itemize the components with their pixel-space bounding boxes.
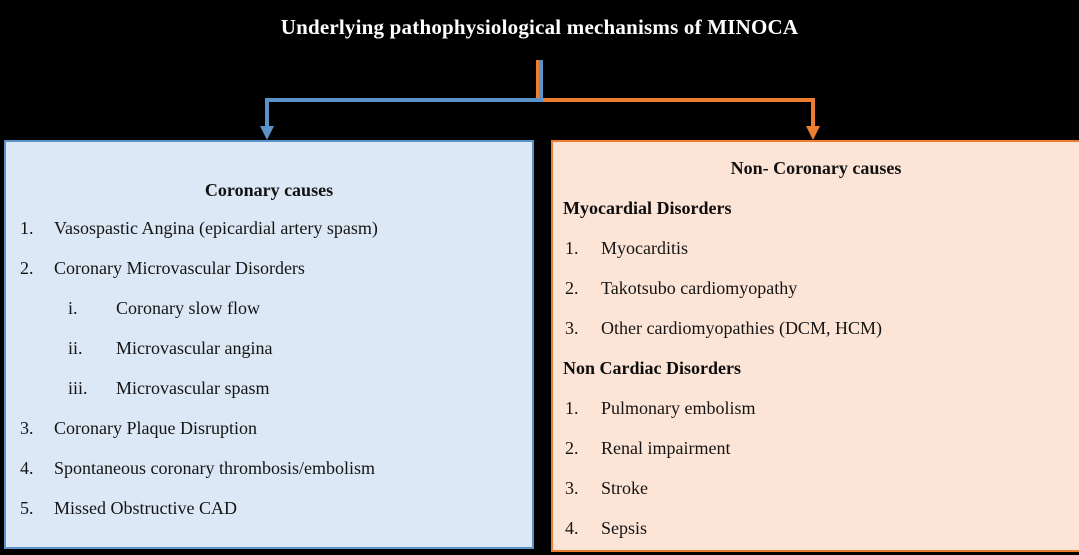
list-text: Renal impairment [601,437,731,458]
list-marker: 1. [565,237,579,258]
list-text: Non Cardiac Disorders [563,357,741,378]
coronary-causes-title: Coronary causes [204,179,334,200]
list-text: Vasospastic Angina (epicardial artery sp… [54,217,378,238]
list-marker: 4. [565,517,579,538]
list-item: 5. Missed Obstructive CAD [6,488,532,528]
section-heading: Myocardial Disorders [553,188,1079,228]
blue-arrowhead-icon [260,126,274,140]
orange-connector [536,60,820,140]
list-marker: 2. [565,437,579,458]
non-coronary-causes-box: Non- Coronary causes Myocardial Disorder… [551,140,1079,552]
list-marker: 1. [20,217,34,238]
list-item: 2. Coronary Microvascular Disorders [6,248,532,288]
list-item: 1. Myocarditis [553,228,1079,268]
list-text: Coronary slow flow [116,297,260,318]
list-text: Spontaneous coronary thrombosis/embolism [54,457,375,478]
section-heading: Non Cardiac Disorders [553,348,1079,388]
list-marker: 3. [565,477,579,498]
coronary-causes-list: 1. Vasospastic Angina (epicardial artery … [6,208,532,528]
list-marker: 2. [20,257,34,278]
list-text: Pulmonary embolism [601,397,756,418]
list-text: Stroke [601,477,648,498]
diagram-title: Underlying pathophysiological mechanisms… [280,15,799,39]
coronary-causes-box: Coronary causes 1. Vasospastic Angina (ep… [4,140,534,549]
list-text: Takotsubo cardiomyopathy [601,277,798,298]
list-marker: 5. [20,497,34,518]
list-item: 2. Takotsubo cardiomyopathy [553,268,1079,308]
list-text: Other cardiomyopathies (DCM, HCM) [601,317,882,338]
list-item: 3. Other cardiomyopathies (DCM, HCM) [553,308,1079,348]
list-item: 4. Sepsis [553,508,1079,548]
list-marker: 2. [565,277,579,298]
list-text: Microvascular spasm [116,377,270,398]
list-marker: ii. [68,337,83,358]
list-text: Missed Obstructive CAD [54,497,237,518]
list-text: Coronary Plaque Disruption [54,417,257,438]
list-text: Myocardial Disorders [563,197,732,218]
list-item: i. Coronary slow flow [6,288,532,328]
list-item: ii. Microvascular angina [6,328,532,368]
blue-connector [260,60,543,140]
list-marker: 3. [565,317,579,338]
orange-arrowhead-icon [806,126,820,140]
list-marker: i. [68,297,78,318]
list-item: 3. Coronary Plaque Disruption [6,408,532,448]
list-marker: 3. [20,417,34,438]
list-text: Sepsis [601,517,648,538]
list-marker: 4. [20,457,34,478]
list-marker: iii. [68,377,88,398]
list-item: 1. Vasospastic Angina (epicardial artery … [6,208,532,248]
list-item: 3. Stroke [553,468,1079,508]
list-text: Microvascular angina [116,337,273,358]
list-item: iii. Microvascular spasm [6,368,532,408]
list-item: 4. Spontaneous coronary thrombosis/emboli… [6,448,532,488]
list-marker: 1. [565,397,579,418]
list-text: Myocarditis [601,237,688,258]
list-item: 2. Renal impairment [553,428,1079,468]
list-item: 1. Pulmonary embolism [553,388,1079,428]
non-coronary-causes-title: Non- Coronary causes [730,157,902,178]
list-text: Coronary Microvascular Disorders [54,257,305,278]
non-coronary-causes-list: Myocardial Disorders 1. Myocarditis 2. Takot… [553,188,1079,548]
